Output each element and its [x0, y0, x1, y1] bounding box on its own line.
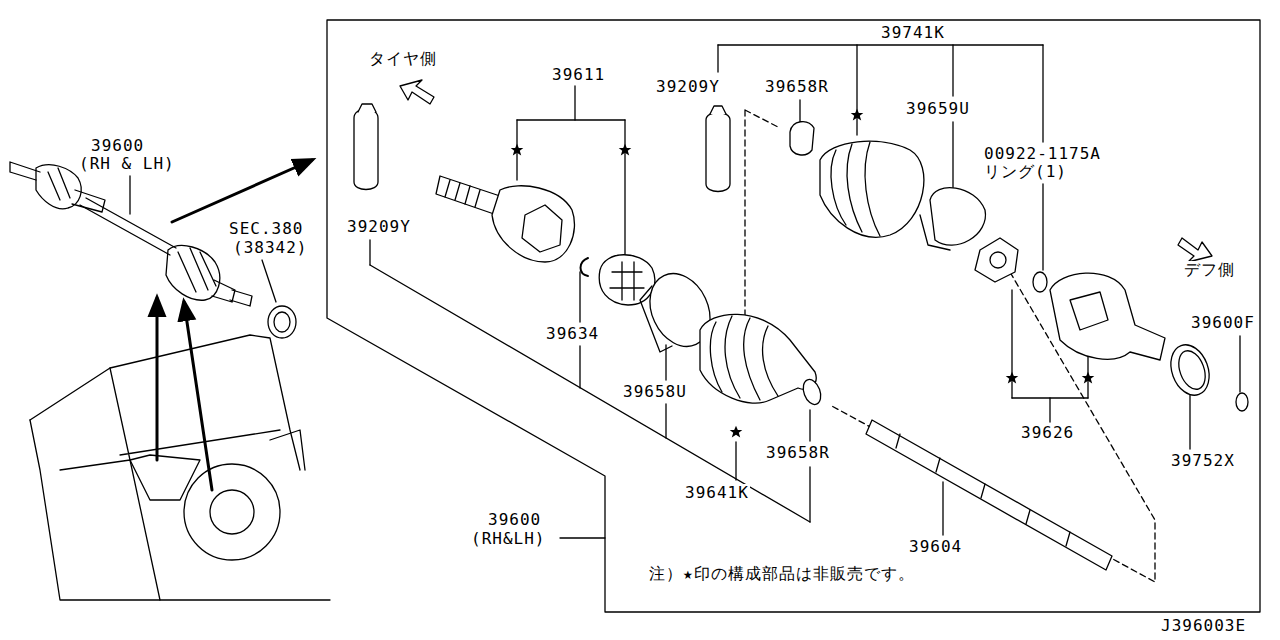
leader-lines [130, 45, 1240, 535]
part-number: 39658R [764, 78, 830, 96]
part-number: 39641K [684, 484, 750, 502]
footnote: 注）★印の構成部品は非販売です。 [648, 565, 916, 583]
part-number: 39209Y [346, 218, 412, 236]
direction-arrow [1178, 238, 1212, 262]
direction-label: デフ側 [1183, 261, 1236, 279]
part-number: 39626 [1020, 424, 1075, 442]
part-number: 39752X [1170, 452, 1236, 470]
direction-label: タイヤ側 [368, 50, 438, 68]
parts [354, 104, 1248, 570]
direction-arrow [400, 80, 434, 104]
part-number: 39209Y [655, 78, 721, 96]
part-qualifier: (RH & LH) [78, 155, 176, 173]
part-number: 39634 [545, 325, 600, 343]
location-arrow [156, 298, 159, 460]
part-qualifier: (RH&LH) [470, 530, 546, 548]
part-qualifier: リング(1) [983, 163, 1068, 181]
location-arrow [184, 302, 212, 490]
section-reference: SEC.380 [228, 220, 304, 238]
zoom-arrow [172, 160, 312, 222]
part-number: 39659U [905, 100, 971, 118]
part-number: 39600 [90, 137, 145, 155]
part-number: 39611 [551, 66, 606, 84]
leader-line [560, 537, 605, 538]
part-number: 39600F [1190, 314, 1256, 332]
detail-frame [327, 20, 1260, 612]
vehicle-outline [30, 335, 330, 600]
part-number: (38342) [232, 239, 308, 257]
part-number: 00922-1175A [983, 145, 1102, 163]
drawing-number: J396003E [1160, 617, 1247, 635]
part-number: 39604 [908, 538, 963, 556]
part-number: 39658R [765, 444, 831, 462]
part-number: 39658U [622, 383, 688, 401]
part-number: 39741K [880, 24, 946, 42]
part-number: 39600 [487, 511, 542, 529]
